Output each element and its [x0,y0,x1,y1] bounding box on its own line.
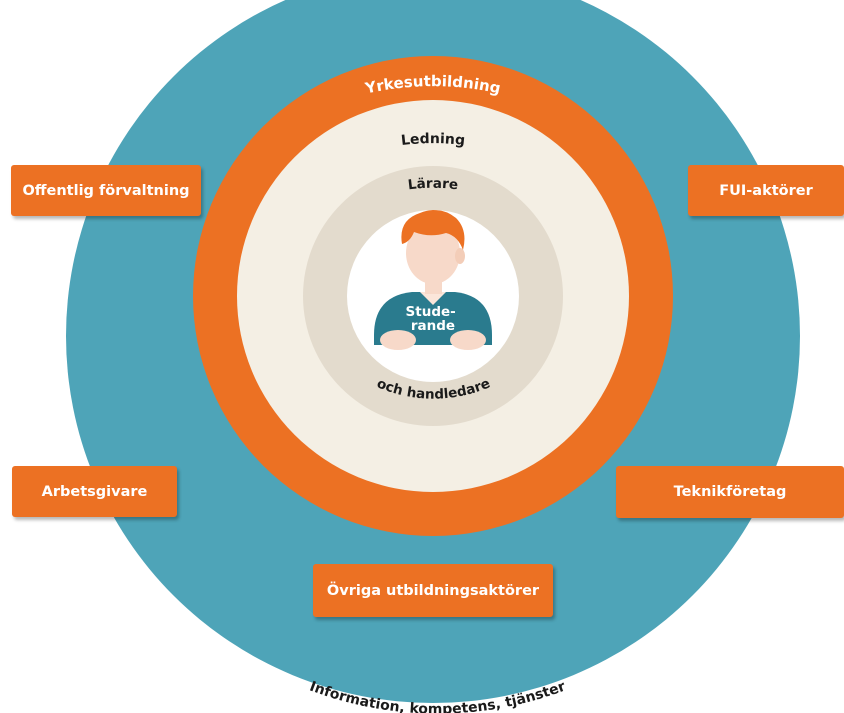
actor-label: Arbetsgivare [41,483,148,500]
label-beige-ring-top: Lärare [407,176,459,194]
label-cream-ring: Ledning [400,131,466,149]
actor-box-arbetsgivare: Arbetsgivare [12,466,177,517]
actor-label: Offentlig förvaltning [22,182,190,199]
actor-label: Teknikföretag [673,484,787,500]
actor-label: FUI-aktörer [719,182,813,199]
actor-label: Övriga utbildningsaktörer [326,582,540,599]
actor-box-offentlig-forvaltning: Offentlig förvaltning [11,165,201,216]
student-person-icon [374,210,492,350]
center-label-line2: rande [411,318,455,334]
actor-box-ovriga-utbildningsaktorer: Övriga utbildningsaktörer [313,564,553,617]
center-label-line1: Stude- [406,304,456,320]
actor-box-teknikforetag: Teknikföretag [616,466,844,518]
center-label: Stude- rande [406,304,461,334]
actor-box-fui-aktorer: FUI-aktörer [688,165,844,216]
